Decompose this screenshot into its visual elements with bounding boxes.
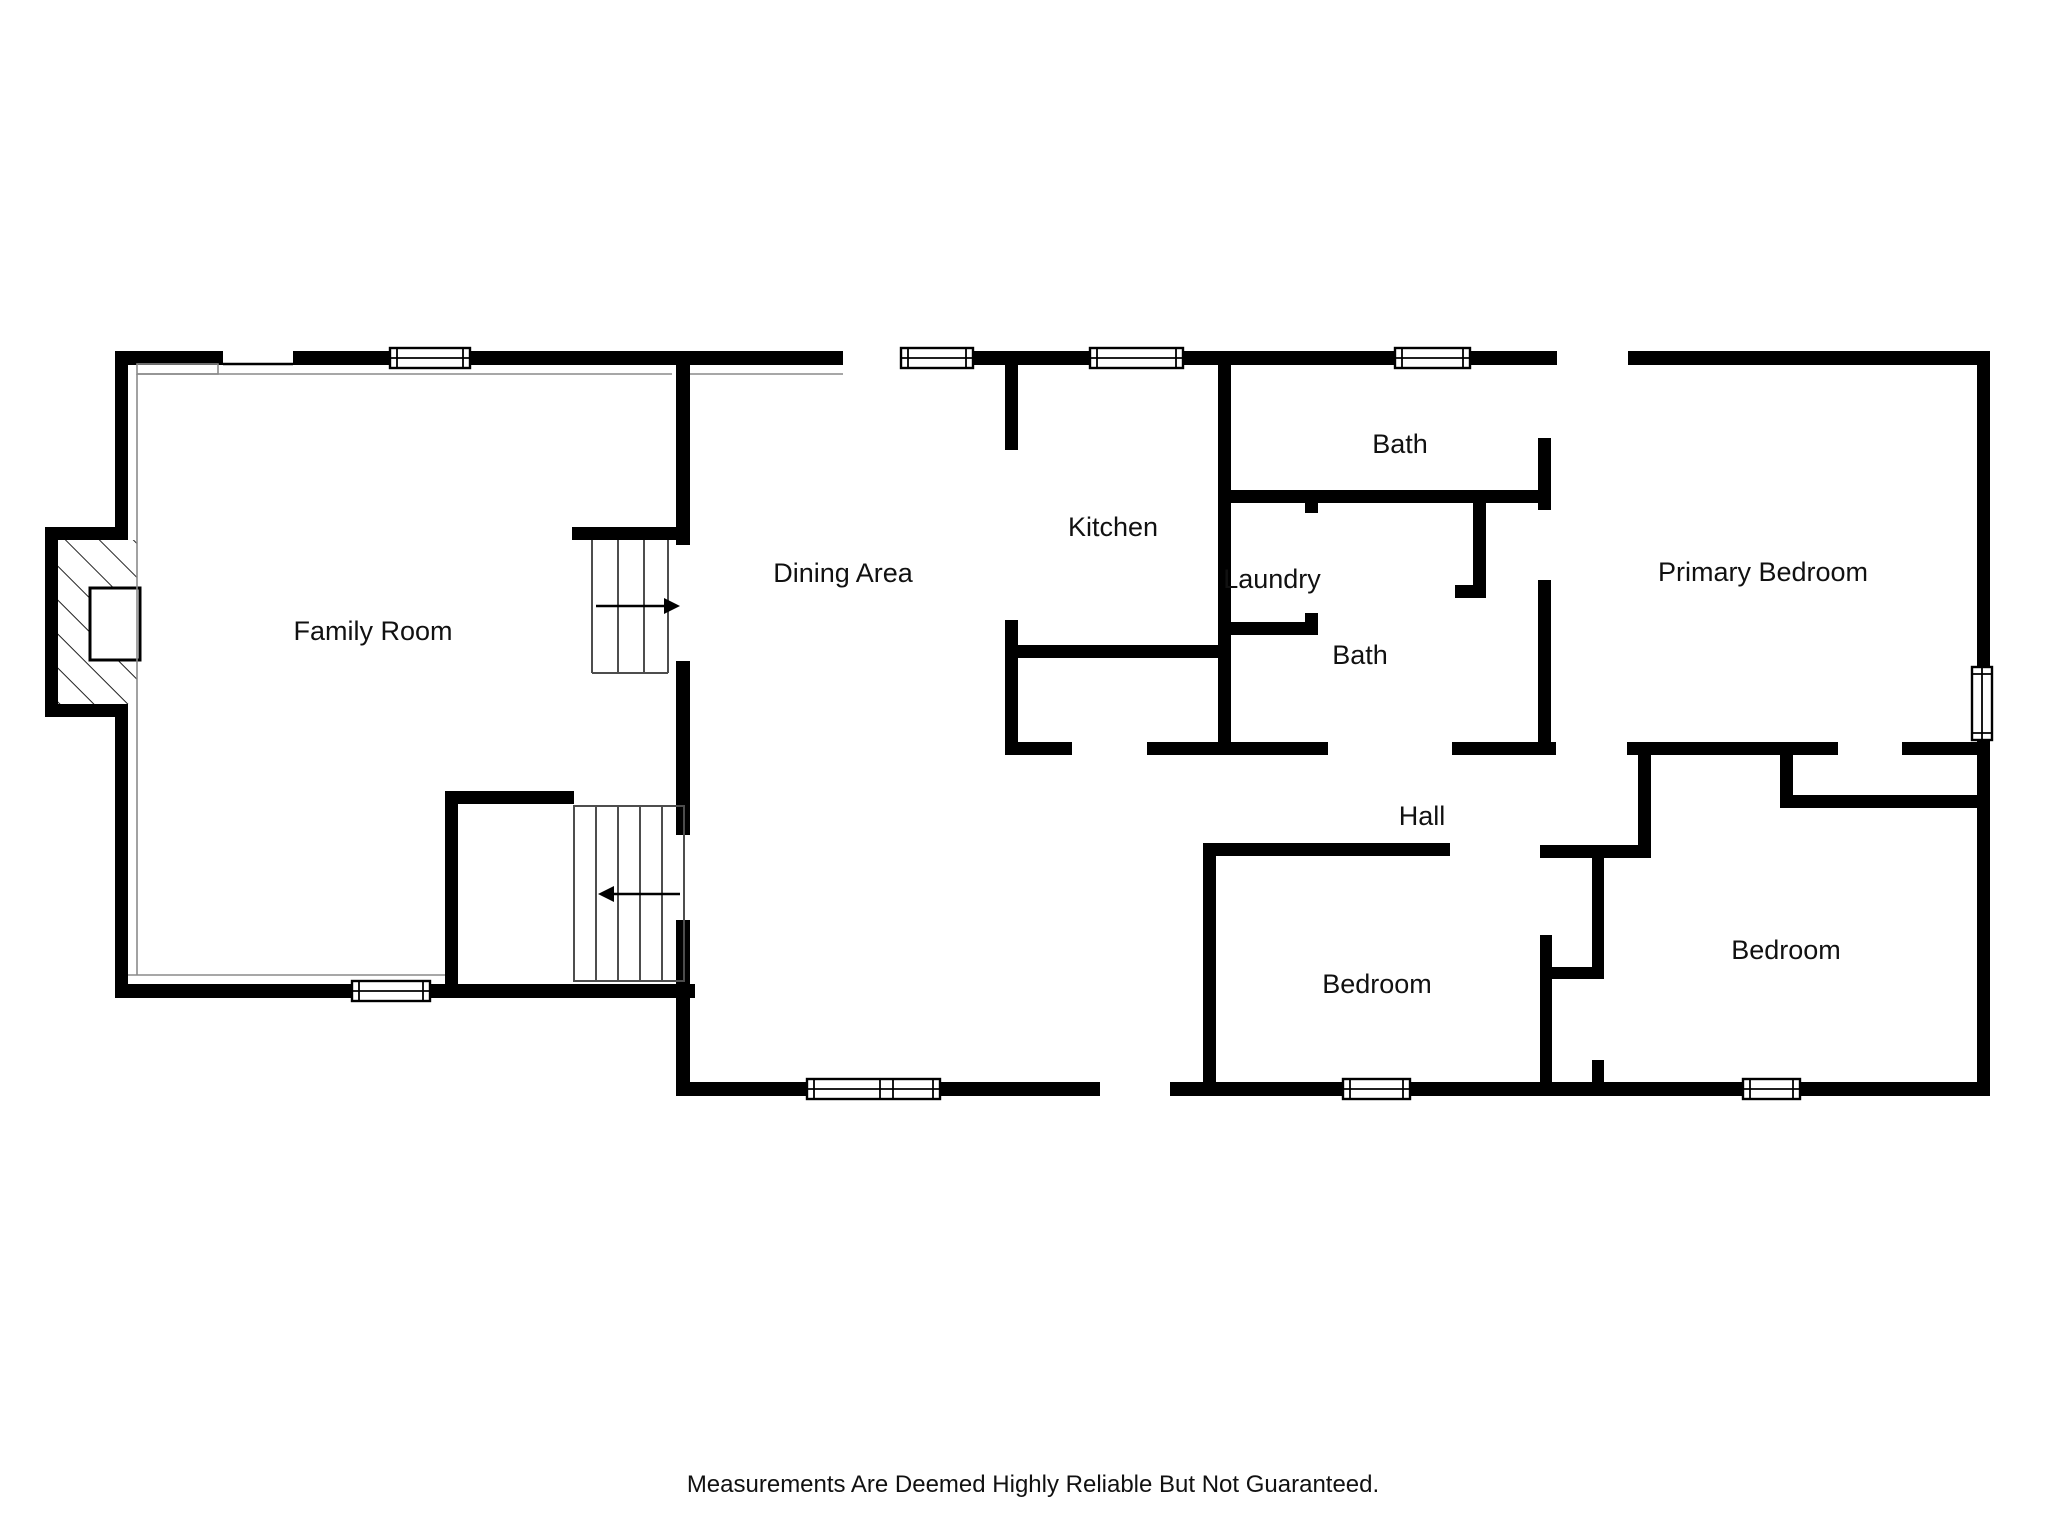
staircase-upper	[591, 540, 680, 674]
walls	[45, 351, 1990, 1096]
wall	[676, 1082, 807, 1096]
wall	[45, 704, 128, 717]
wall	[1538, 438, 1551, 510]
wall	[676, 365, 690, 545]
room-label-bath-center: Bath	[1332, 640, 1388, 670]
wall	[1410, 1082, 1743, 1096]
wall	[1780, 795, 1977, 808]
wall	[1638, 755, 1651, 858]
footer-disclaimer: Measurements Are Deemed Highly Reliable …	[687, 1471, 1379, 1498]
wall	[1231, 742, 1328, 755]
wall	[1183, 351, 1395, 365]
wall	[1977, 351, 1990, 667]
stairs-down-arrow-icon	[598, 886, 680, 902]
wall	[115, 351, 128, 527]
room-label-primary-bedroom: Primary Bedroom	[1658, 557, 1868, 587]
wall-face-lines	[128, 362, 843, 976]
wall	[45, 527, 128, 540]
wall	[1455, 585, 1486, 598]
window	[350, 979, 432, 1003]
room-label-laundry: Laundry	[1223, 564, 1321, 594]
wall	[676, 661, 690, 835]
windows	[350, 346, 1994, 1101]
wall	[1473, 503, 1486, 597]
wall	[1170, 1082, 1343, 1096]
room-label-kitchen: Kitchen	[1068, 512, 1158, 542]
wall	[1203, 843, 1450, 856]
stair-outline	[573, 805, 685, 982]
staircase-lower	[573, 805, 685, 982]
wall	[1592, 1060, 1604, 1082]
room-label-hall: Hall	[1399, 801, 1446, 831]
wall	[470, 351, 843, 365]
wall	[1305, 503, 1318, 513]
room-label-family-room: Family Room	[293, 616, 452, 646]
wall	[940, 1082, 1100, 1096]
fireplace-firebox	[88, 586, 142, 662]
wall	[1538, 580, 1551, 755]
wall	[1203, 843, 1216, 1096]
room-label-bath-top: Bath	[1372, 429, 1428, 459]
wall	[1540, 967, 1604, 979]
window	[388, 346, 472, 370]
fireplace	[58, 540, 142, 704]
window	[1088, 346, 1185, 370]
window	[1393, 346, 1472, 370]
wall	[1902, 742, 1988, 755]
wall	[1005, 620, 1018, 755]
wall	[115, 351, 223, 365]
wall	[1005, 645, 1231, 658]
wall	[1231, 622, 1318, 635]
wall	[973, 351, 1090, 365]
wall	[445, 791, 458, 984]
wall-recess	[136, 363, 219, 375]
stairs-up-arrow-icon	[596, 598, 680, 614]
wall	[1005, 742, 1072, 755]
wall	[430, 984, 695, 998]
room-label-dining-area: Dining Area	[773, 558, 914, 588]
wall	[1231, 490, 1551, 503]
room-label-bedroom-left: Bedroom	[1322, 969, 1432, 999]
window	[899, 346, 975, 370]
wall	[445, 791, 574, 804]
wall	[1627, 742, 1838, 755]
wall	[115, 984, 352, 998]
wall	[1540, 935, 1552, 1096]
wall	[1592, 845, 1604, 967]
wall	[1800, 1082, 1990, 1096]
window	[1741, 1077, 1802, 1101]
wall	[1452, 742, 1556, 755]
window	[805, 1077, 942, 1101]
wall	[1218, 365, 1231, 755]
wall	[293, 351, 390, 365]
room-label-bedroom-right: Bedroom	[1731, 935, 1841, 965]
wall	[1147, 742, 1231, 755]
wall	[1005, 365, 1018, 450]
window	[1341, 1077, 1412, 1101]
window	[1970, 665, 1994, 742]
wall	[676, 920, 690, 1096]
wall	[1977, 740, 1990, 1096]
wall	[572, 527, 676, 540]
wall	[1470, 351, 1557, 365]
wall	[1628, 351, 1988, 365]
wall	[1780, 755, 1793, 808]
wall	[45, 527, 58, 717]
wall	[115, 717, 128, 998]
